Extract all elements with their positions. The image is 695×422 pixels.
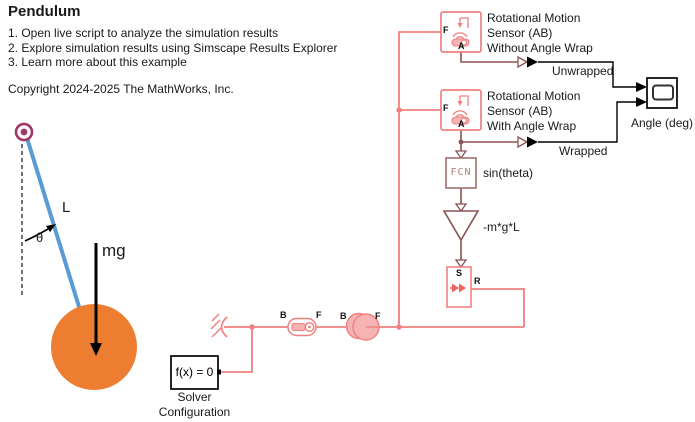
ps-arrowheads (454, 150, 468, 269)
fcn-block[interactable] (445, 157, 477, 189)
unwrapped-signal-label: Unwrapped (552, 64, 614, 78)
sensor2-name-line1: Rotational Motion (487, 89, 581, 103)
sensor1-name-line3: Without Angle Wrap (487, 41, 593, 55)
length-label: L (62, 199, 71, 216)
pendulum-rod-line (25, 136, 82, 312)
solver-name-line2: Configuration (158, 405, 231, 419)
theta-angle-arc-arrow (24, 224, 56, 242)
rotational-reference-block[interactable] (210, 313, 228, 338)
instruction-link-2[interactable]: 2. Explore simulation results using Sims… (8, 41, 338, 55)
mass-port-f-label: F (375, 311, 381, 321)
rod-port-b-label: B (280, 310, 287, 320)
torque-source-r-wire (471, 288, 525, 327)
sensor1-port-f-label: F (443, 25, 449, 35)
solver-configuration-block[interactable] (170, 355, 221, 390)
copyright-text: Copyright 2024-2025 The MathWorks, Inc. (8, 82, 234, 96)
mass-block[interactable] (345, 312, 380, 341)
sensor1-port-a-label: A (458, 41, 465, 51)
angle-label: θ (36, 230, 44, 245)
simulink-wires (538, 61, 638, 143)
sensor-with-wrap-name: Rotational Motion Sensor (AB) With Angle… (487, 89, 580, 134)
sensor-with-wrap-block[interactable] (440, 89, 482, 131)
solver-name-line1: Solver (177, 390, 212, 404)
gain-name: -m*g*L (483, 220, 520, 234)
pivot-icon (14, 122, 34, 142)
sensor1-a-wire (460, 52, 518, 63)
double-arrow-icon (450, 283, 466, 293)
sensor2-name-line2: Sensor (AB) (487, 104, 553, 118)
rotational-sensor-icon (451, 95, 470, 125)
rotational-sensor-icon (451, 17, 470, 47)
ps-branch-dot (458, 139, 464, 145)
wrapped-signal-wire (538, 101, 638, 143)
gain-block[interactable] (442, 210, 480, 242)
mass-port-b-label: B (340, 311, 347, 321)
ps-simulink-converter-wrapped[interactable] (517, 135, 538, 149)
torque-source-port-s-label: S (456, 268, 463, 278)
mechanical-junction-dots (249, 107, 402, 330)
rod-block[interactable] (287, 317, 317, 337)
solver-port-nub (217, 369, 221, 375)
ps-simulink-converter-unwrapped[interactable] (517, 55, 538, 69)
sensor1-name-line1: Rotational Motion (487, 11, 581, 25)
pendulum-sketch (14, 122, 137, 390)
model-title: Pendulum (8, 3, 81, 20)
fcn-icon-text: FCN (450, 167, 472, 178)
scope-input-arrowheads (636, 82, 647, 107)
rod-port-f-label: F (316, 310, 322, 320)
sensor2-port-f-label: F (443, 103, 449, 113)
scope-block[interactable] (646, 77, 678, 109)
torque-source-block[interactable] (446, 266, 472, 308)
instruction-link-3[interactable]: 3. Learn more about this example (8, 55, 187, 69)
gravity-label: mg (102, 241, 126, 260)
gravity-force-arrow (90, 243, 102, 356)
solver-icon-text: f(x) = 0 (175, 365, 214, 379)
scope-screen-icon (652, 84, 674, 101)
sensor1-f-wire (398, 31, 441, 327)
torque-source-port-r-label: R (474, 276, 481, 286)
instruction-link-1[interactable]: 1. Open live script to analyze the simul… (8, 26, 279, 40)
sensor-without-wrap-name: Rotational Motion Sensor (AB) Without An… (487, 11, 593, 56)
fcn-name: sin(theta) (483, 166, 534, 180)
sensor2-name-line3: With Angle Wrap (487, 119, 577, 133)
wrapped-signal-label: Wrapped (559, 144, 608, 158)
sensor1-name-line2: Sensor (AB) (487, 26, 553, 40)
solver-name: Solver Configuration (147, 390, 242, 420)
scope-name: Angle (deg) (631, 116, 694, 130)
unwrapped-signal-wire (538, 61, 638, 88)
sensor2-port-a-label: A (458, 119, 465, 129)
sensor-without-wrap-block[interactable] (440, 11, 482, 53)
solver-branch-wire (221, 327, 253, 373)
